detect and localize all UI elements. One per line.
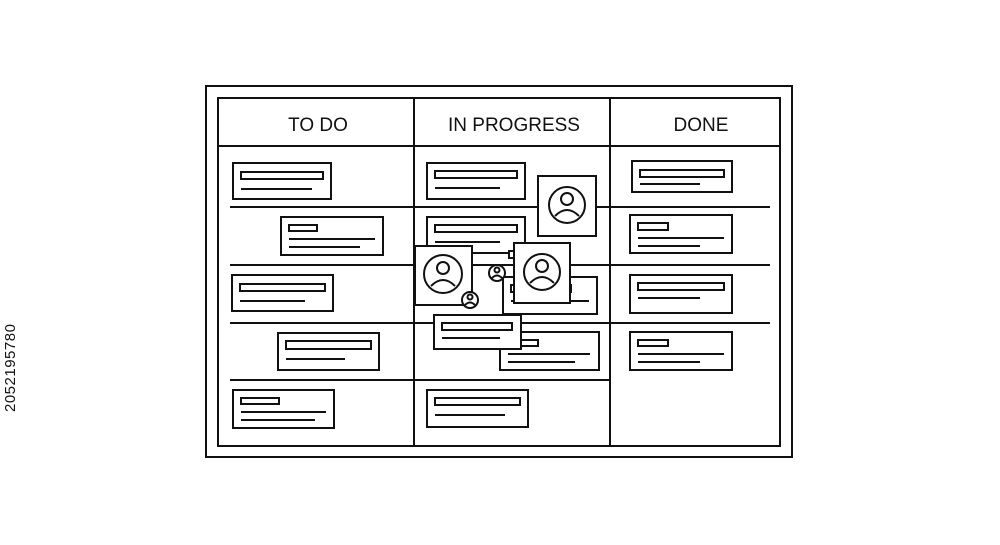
- task-card: [426, 162, 526, 200]
- task-card: [231, 274, 334, 312]
- task-card: [232, 389, 335, 429]
- task-card: [280, 216, 384, 256]
- stock-image-id: 2052195780: [2, 324, 19, 426]
- task-card: [426, 389, 529, 428]
- small-user-icon: [461, 291, 479, 309]
- task-card-dragged: [433, 314, 522, 350]
- task-card: [629, 214, 733, 254]
- small-user-icon: [488, 264, 506, 282]
- column-title-in-progress: IN PROGRESS: [448, 115, 580, 136]
- user-avatar-icon: [513, 242, 571, 304]
- task-card: [631, 160, 733, 193]
- task-card: [629, 331, 733, 371]
- board-inner-frame: [217, 97, 781, 447]
- board-outer-frame: [205, 85, 793, 458]
- stock-image-id-text: 2052195780: [2, 323, 19, 412]
- column-title-todo: TO DO: [288, 115, 348, 136]
- user-avatar-icon: [414, 245, 473, 306]
- column-title-done: DONE: [674, 115, 729, 136]
- task-card: [629, 274, 733, 314]
- user-avatar-icon: [537, 175, 597, 237]
- task-card: [232, 162, 332, 200]
- task-card: [277, 332, 380, 371]
